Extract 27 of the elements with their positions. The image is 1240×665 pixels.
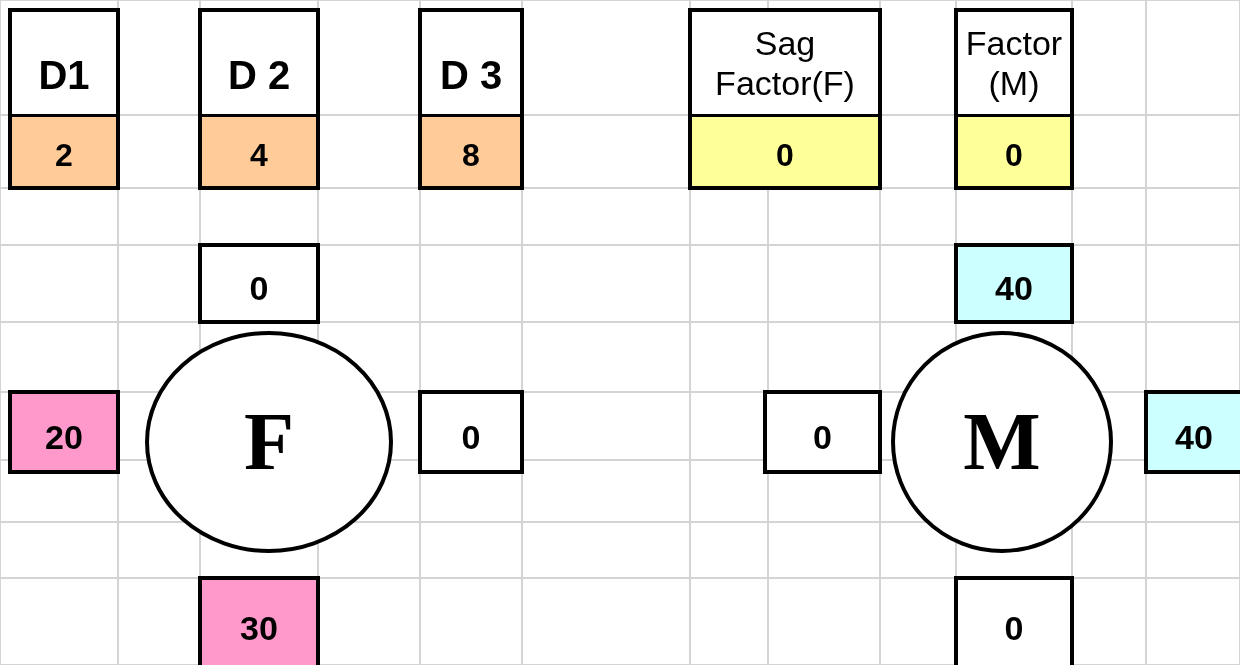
column-header-box [418, 8, 524, 190]
value-cell: 2 [12, 114, 116, 186]
value-box: 0 [763, 390, 882, 474]
value-box: 40 [954, 243, 1074, 324]
value-box: 0 [954, 576, 1074, 665]
circle-letter: M [963, 395, 1041, 489]
value-cell: 0 [692, 114, 878, 186]
column-header-box [688, 8, 882, 190]
column-heading: D1 [37, 51, 91, 99]
column-heading: Sag Factor(F) [714, 23, 856, 104]
value-cell: 4 [202, 114, 316, 186]
column-heading: D 3 [438, 51, 504, 99]
column-header-box [8, 8, 120, 190]
value-box: 0 [418, 390, 524, 474]
value-cell: 8 [422, 114, 520, 186]
value-cell: 0 [958, 114, 1070, 186]
column-heading: D 2 [226, 51, 292, 99]
column-header-box [954, 8, 1074, 190]
letter-circle [144, 330, 394, 554]
value-box: 30 [198, 576, 320, 665]
value-box: 40 [1144, 390, 1240, 474]
circle-letter: F [243, 395, 295, 489]
value-box: 20 [8, 390, 120, 474]
column-heading: Factor (M) [964, 23, 1064, 104]
value-box: 0 [198, 243, 320, 324]
column-header-box [198, 8, 320, 190]
letter-circle [890, 330, 1114, 554]
